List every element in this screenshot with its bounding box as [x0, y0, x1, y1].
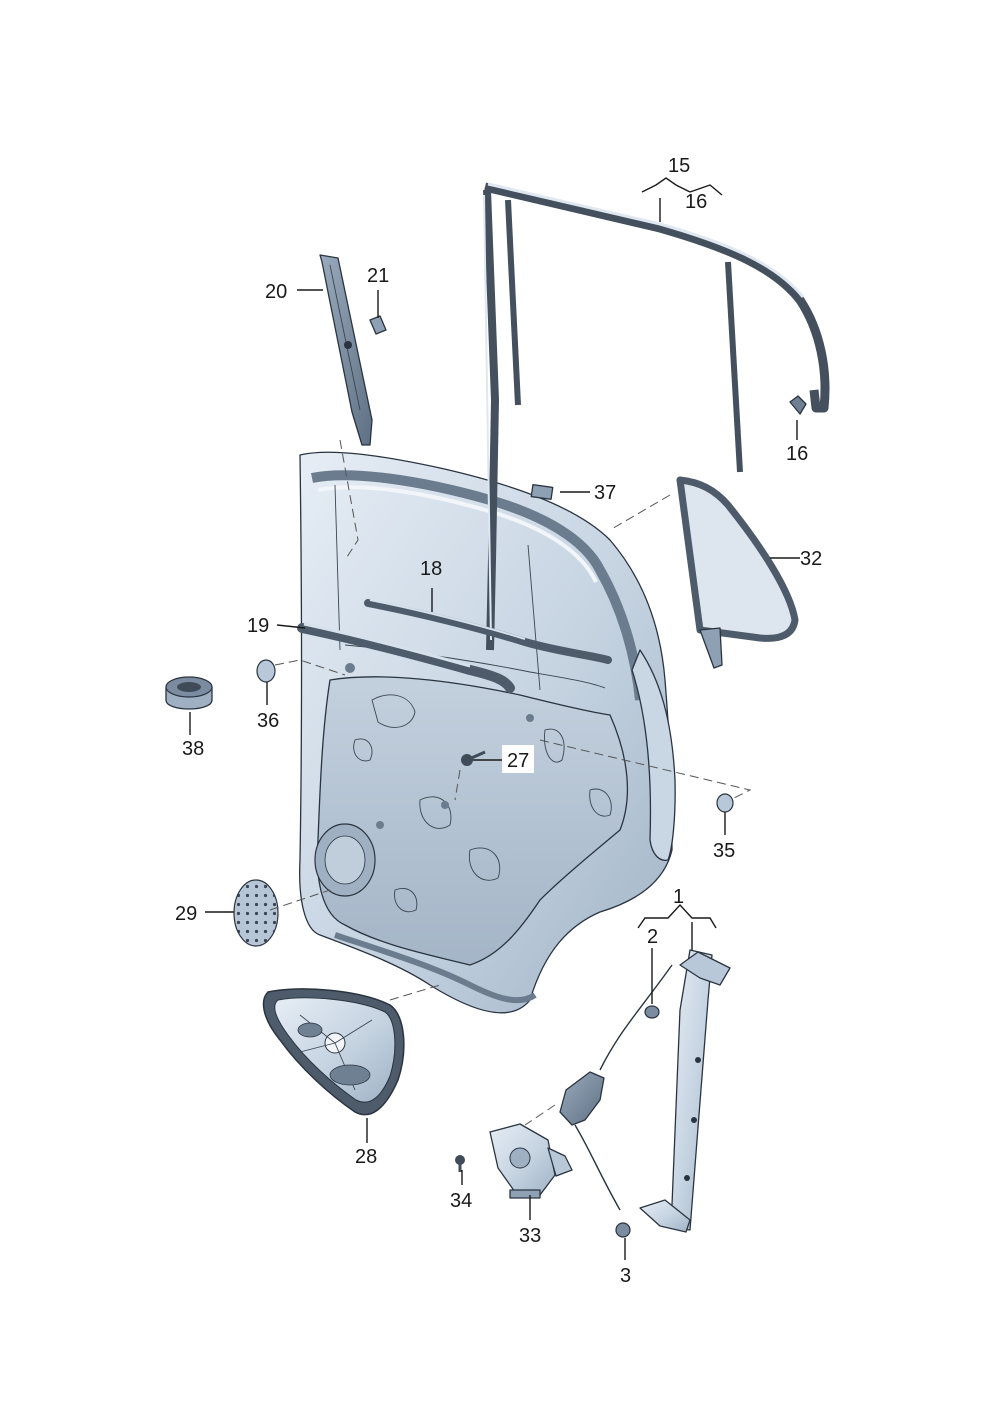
callout-34: 34: [450, 1190, 472, 1212]
clip-16: [789, 395, 807, 415]
callout-27: 27: [507, 750, 529, 772]
window-seal-frame: [483, 182, 830, 651]
window-seal-19: [297, 622, 515, 693]
callout-1: 1: [673, 886, 684, 908]
callout-16-bottom: 16: [786, 443, 808, 465]
plug-36: [256, 659, 276, 683]
callout-38: 38: [182, 738, 204, 760]
callout-16-top: 16: [685, 191, 707, 213]
speaker-grille-29: [233, 879, 279, 947]
window-motor-33: [489, 1123, 573, 1199]
quarter-glass-32: [676, 476, 799, 669]
nut-3: [615, 1222, 631, 1238]
callout-35: 35: [713, 840, 735, 862]
grommet-38: [165, 676, 213, 710]
callout-20: 20: [265, 281, 287, 303]
callout-36: 36: [257, 710, 279, 732]
assembly-lines: [269, 439, 752, 1126]
callout-19: 19: [247, 615, 269, 637]
callout-21: 21: [367, 265, 389, 287]
callout-3: 3: [620, 1265, 631, 1287]
b-pillar-trim: [319, 254, 373, 446]
callout-2: 2: [647, 926, 658, 948]
callout-32: 32: [800, 548, 822, 570]
screw-34: [455, 1155, 465, 1172]
door-module-28: [262, 988, 405, 1116]
nut-2: [644, 1005, 660, 1019]
door-shell: [299, 451, 676, 1014]
leader-lines: [189, 177, 800, 1260]
plug-35: [716, 793, 734, 813]
callout-37: 37: [594, 482, 616, 504]
callout-29: 29: [175, 903, 197, 925]
callout-27-box: [502, 745, 534, 773]
clip-21: [369, 315, 387, 335]
callout-15: 15: [668, 155, 690, 177]
window-regulator-1: [559, 949, 731, 1233]
clip-37: [530, 484, 554, 500]
screw-27: [461, 750, 486, 766]
callout-18: 18: [420, 558, 442, 580]
callout-labels: 15 16 20 21 16 37 32 18 19 36 38 27 35 1…: [175, 155, 822, 1287]
callout-28: 28: [355, 1146, 377, 1168]
callout-33: 33: [519, 1225, 541, 1247]
window-seal-18: [364, 599, 612, 664]
